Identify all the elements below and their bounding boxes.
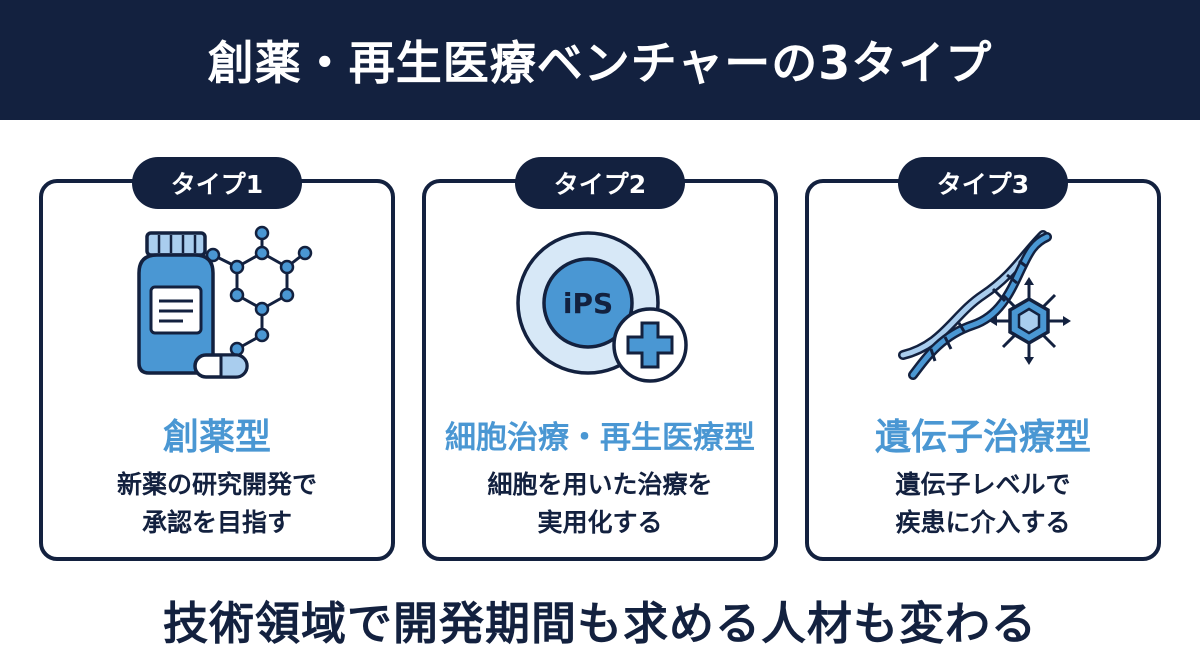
description-line: 疾患に介入する	[895, 508, 1071, 537]
description-line: 細胞を用いた治療を	[487, 470, 713, 499]
type-description-1: 新薬の研究開発で 承認を目指す	[43, 466, 391, 542]
type-description-3: 遺伝子レベルで 疾患に介入する	[809, 466, 1157, 542]
medicine-bottle-molecule-icon	[137, 225, 313, 379]
type-badge-1: タイプ1	[132, 157, 302, 209]
type-description-2: 細胞を用いた治療を 実用化する	[426, 466, 774, 542]
type-card-3: タイプ3	[805, 157, 1161, 561]
header-bar: 創薬・再生医療ベンチャーの3タイプ	[0, 0, 1200, 120]
type-label-2: 細胞治療・再生医療型	[445, 420, 755, 456]
ips-label: iPS	[563, 287, 613, 320]
description-line: 承認を目指す	[141, 508, 292, 537]
dna-gene-icon	[898, 230, 1071, 380]
type-label-3: 遺伝子治療型	[874, 417, 1091, 458]
type-card-2: タイプ2 iPS 細胞治療・再生医療型 細胞を用いた治療を 実用化する	[422, 157, 778, 561]
ips-cell-plus-icon: iPS	[516, 231, 688, 383]
type-label-1: 創薬型	[162, 417, 271, 458]
page-title: 創薬・再生医療ベンチャーの3タイプ	[207, 36, 993, 90]
footer-message: 技術領域で開発期間も求める人材も変わる	[162, 596, 1037, 650]
description-line: 遺伝子レベルで	[895, 470, 1071, 499]
type-badge-3: タイプ3	[898, 157, 1068, 209]
type-badge-2: タイプ2	[515, 157, 685, 209]
description-line: 新薬の研究開発で	[116, 470, 317, 499]
type-card-1: タイプ1	[39, 157, 395, 561]
description-line: 実用化する	[537, 508, 663, 537]
